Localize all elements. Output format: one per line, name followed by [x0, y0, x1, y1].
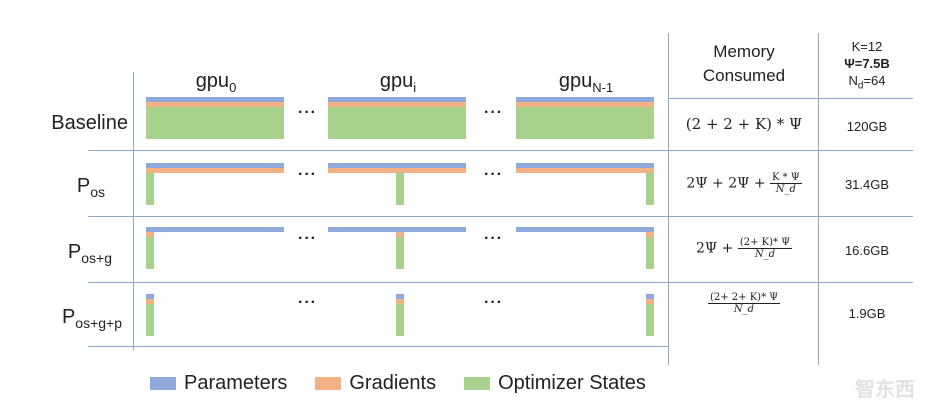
baseline-gpun-params [516, 97, 654, 102]
memory-posgp: 1.9GB [848, 306, 886, 321]
posg-gpun-params [516, 227, 654, 232]
posgp-gpun-params [646, 294, 654, 299]
legend-optimizer-states: Optimizer States [464, 372, 646, 395]
baseline-gpui-grads [328, 102, 466, 107]
constant-nd: Nd=64 [848, 73, 886, 92]
pos-gpun-grads [516, 168, 654, 173]
pos-gpu0-grads [146, 168, 284, 173]
watermark-logo: 智东西 [855, 379, 915, 401]
baseline-gpu0-grads [146, 102, 284, 107]
ellipsis-row1-b: ··· [484, 104, 503, 121]
legend-swatch-optimizer [464, 377, 491, 390]
posgp-gpu0-params [146, 294, 154, 299]
posg-gpui-optim [396, 237, 404, 269]
posgp-gpui-params [396, 294, 404, 299]
memory-posg: 16.6GB [844, 243, 890, 258]
posg-gpu0-params [146, 227, 284, 232]
pos-gpun-optim [646, 173, 654, 205]
posg-gpu0-grads [146, 232, 154, 237]
row-divider-1 [88, 150, 913, 151]
posgp-gpui-grads [396, 299, 404, 304]
pos-gpui-params [328, 163, 466, 168]
row-label-baseline: Baseline [51, 112, 128, 134]
baseline-gpui-optim [328, 107, 466, 139]
memory-column-divider [668, 33, 669, 365]
row-divider-3 [88, 282, 913, 283]
ellipsis-row2-b: ··· [484, 166, 503, 183]
formula-baseline: (2 + 2 + K) * Ψ [685, 115, 803, 133]
baseline-gpu0-optim [146, 107, 284, 139]
pos-gpu0-params [146, 163, 284, 168]
pos-gpui-optim [396, 173, 404, 205]
legend-parameters: Parameters [150, 372, 287, 395]
legend: Parameters Gradients Optimizer States [150, 372, 674, 395]
ellipsis-row3-a: ··· [298, 230, 317, 247]
ellipsis-row2-a: ··· [298, 166, 317, 183]
legend-swatch-parameters [150, 377, 176, 390]
baseline-gpun-grads [516, 102, 654, 107]
posgp-gpun-grads [646, 299, 654, 304]
posgp-gpun-optim [646, 304, 654, 336]
ellipsis-row4-b: ··· [484, 294, 503, 311]
ellipsis-row4-a: ··· [298, 294, 317, 311]
gpu-last-label: gpuN-1 [558, 70, 614, 95]
ellipsis-row1-a: ··· [298, 104, 317, 121]
posg-gpun-optim [646, 237, 654, 269]
left-axis-line [133, 72, 134, 350]
baseline-gpun-optim [516, 107, 654, 139]
row-divider-4 [88, 346, 668, 347]
memory-pos: 31.4GB [844, 177, 890, 192]
posg-gpun-grads [646, 232, 654, 237]
header-divider [668, 98, 913, 99]
pos-gpun-params [516, 163, 654, 168]
row-label-posgp: Pos+g+p [61, 306, 122, 331]
posgp-gpu0-grads [146, 299, 154, 304]
baseline-gpu0-params [146, 97, 284, 102]
legend-gradients: Gradients [315, 372, 436, 395]
posg-gpu0-optim [146, 237, 154, 269]
row-label-posg: Pos+g [67, 241, 112, 266]
pos-gpui-grads [328, 168, 466, 173]
baseline-gpui-params [328, 97, 466, 102]
posg-gpui-grads [396, 232, 404, 237]
row-divider-2 [88, 216, 913, 217]
pos-gpu0-optim [146, 173, 154, 205]
row-label-pos: Pos [76, 175, 105, 200]
constant-psi: Ψ=7.5B [844, 56, 890, 71]
ellipsis-row3-b: ··· [484, 230, 503, 247]
constants-column-divider [818, 33, 819, 365]
posgp-gpu0-optim [146, 304, 154, 336]
constant-k: K=12 [851, 39, 883, 54]
constants-block: K=12 Ψ=7.5B Nd=64 [832, 38, 902, 95]
posgp-gpui-optim [396, 304, 404, 336]
memory-baseline: 120GB [846, 119, 888, 134]
posg-gpui-params [328, 227, 466, 232]
gpu-middle-label: gpui [379, 70, 417, 95]
legend-swatch-gradients [315, 377, 342, 390]
gpu-first-label: gpu0 [195, 70, 237, 95]
